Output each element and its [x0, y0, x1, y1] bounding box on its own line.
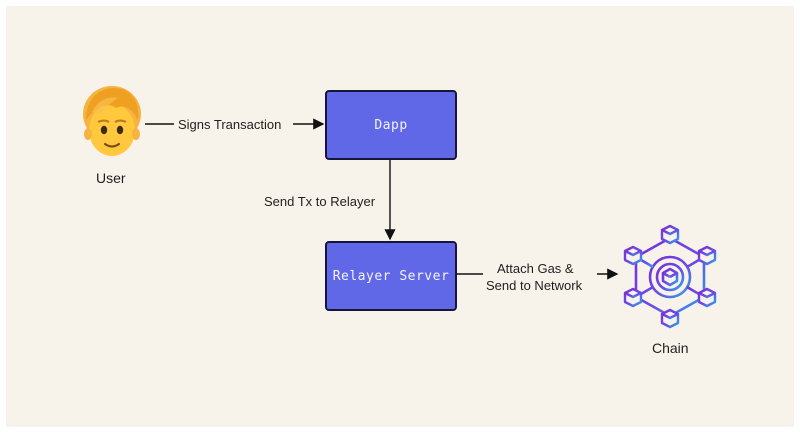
edge-label-send-tx-to-relayer: Send Tx to Relayer	[264, 194, 376, 209]
relayer-server-box: Relayer Server	[325, 241, 457, 311]
edge-label-attach-gas: Attach Gas &	[497, 261, 574, 276]
edge-label-send-to-network: Send to Network	[486, 278, 583, 293]
blockchain-network-icon	[623, 224, 717, 329]
relayer-server-label: Relayer Server	[332, 268, 450, 284]
user-node: User	[78, 84, 148, 194]
chain-node: Chain	[615, 222, 725, 362]
dapp-label: Dapp	[374, 117, 408, 133]
diagram-canvas	[6, 6, 794, 427]
person-emoji-icon	[83, 86, 141, 156]
edge-label-signs-transaction: Signs Transaction	[178, 117, 282, 132]
user-label: User	[96, 170, 126, 186]
dapp-box: Dapp	[325, 90, 457, 160]
chain-label: Chain	[652, 340, 689, 356]
